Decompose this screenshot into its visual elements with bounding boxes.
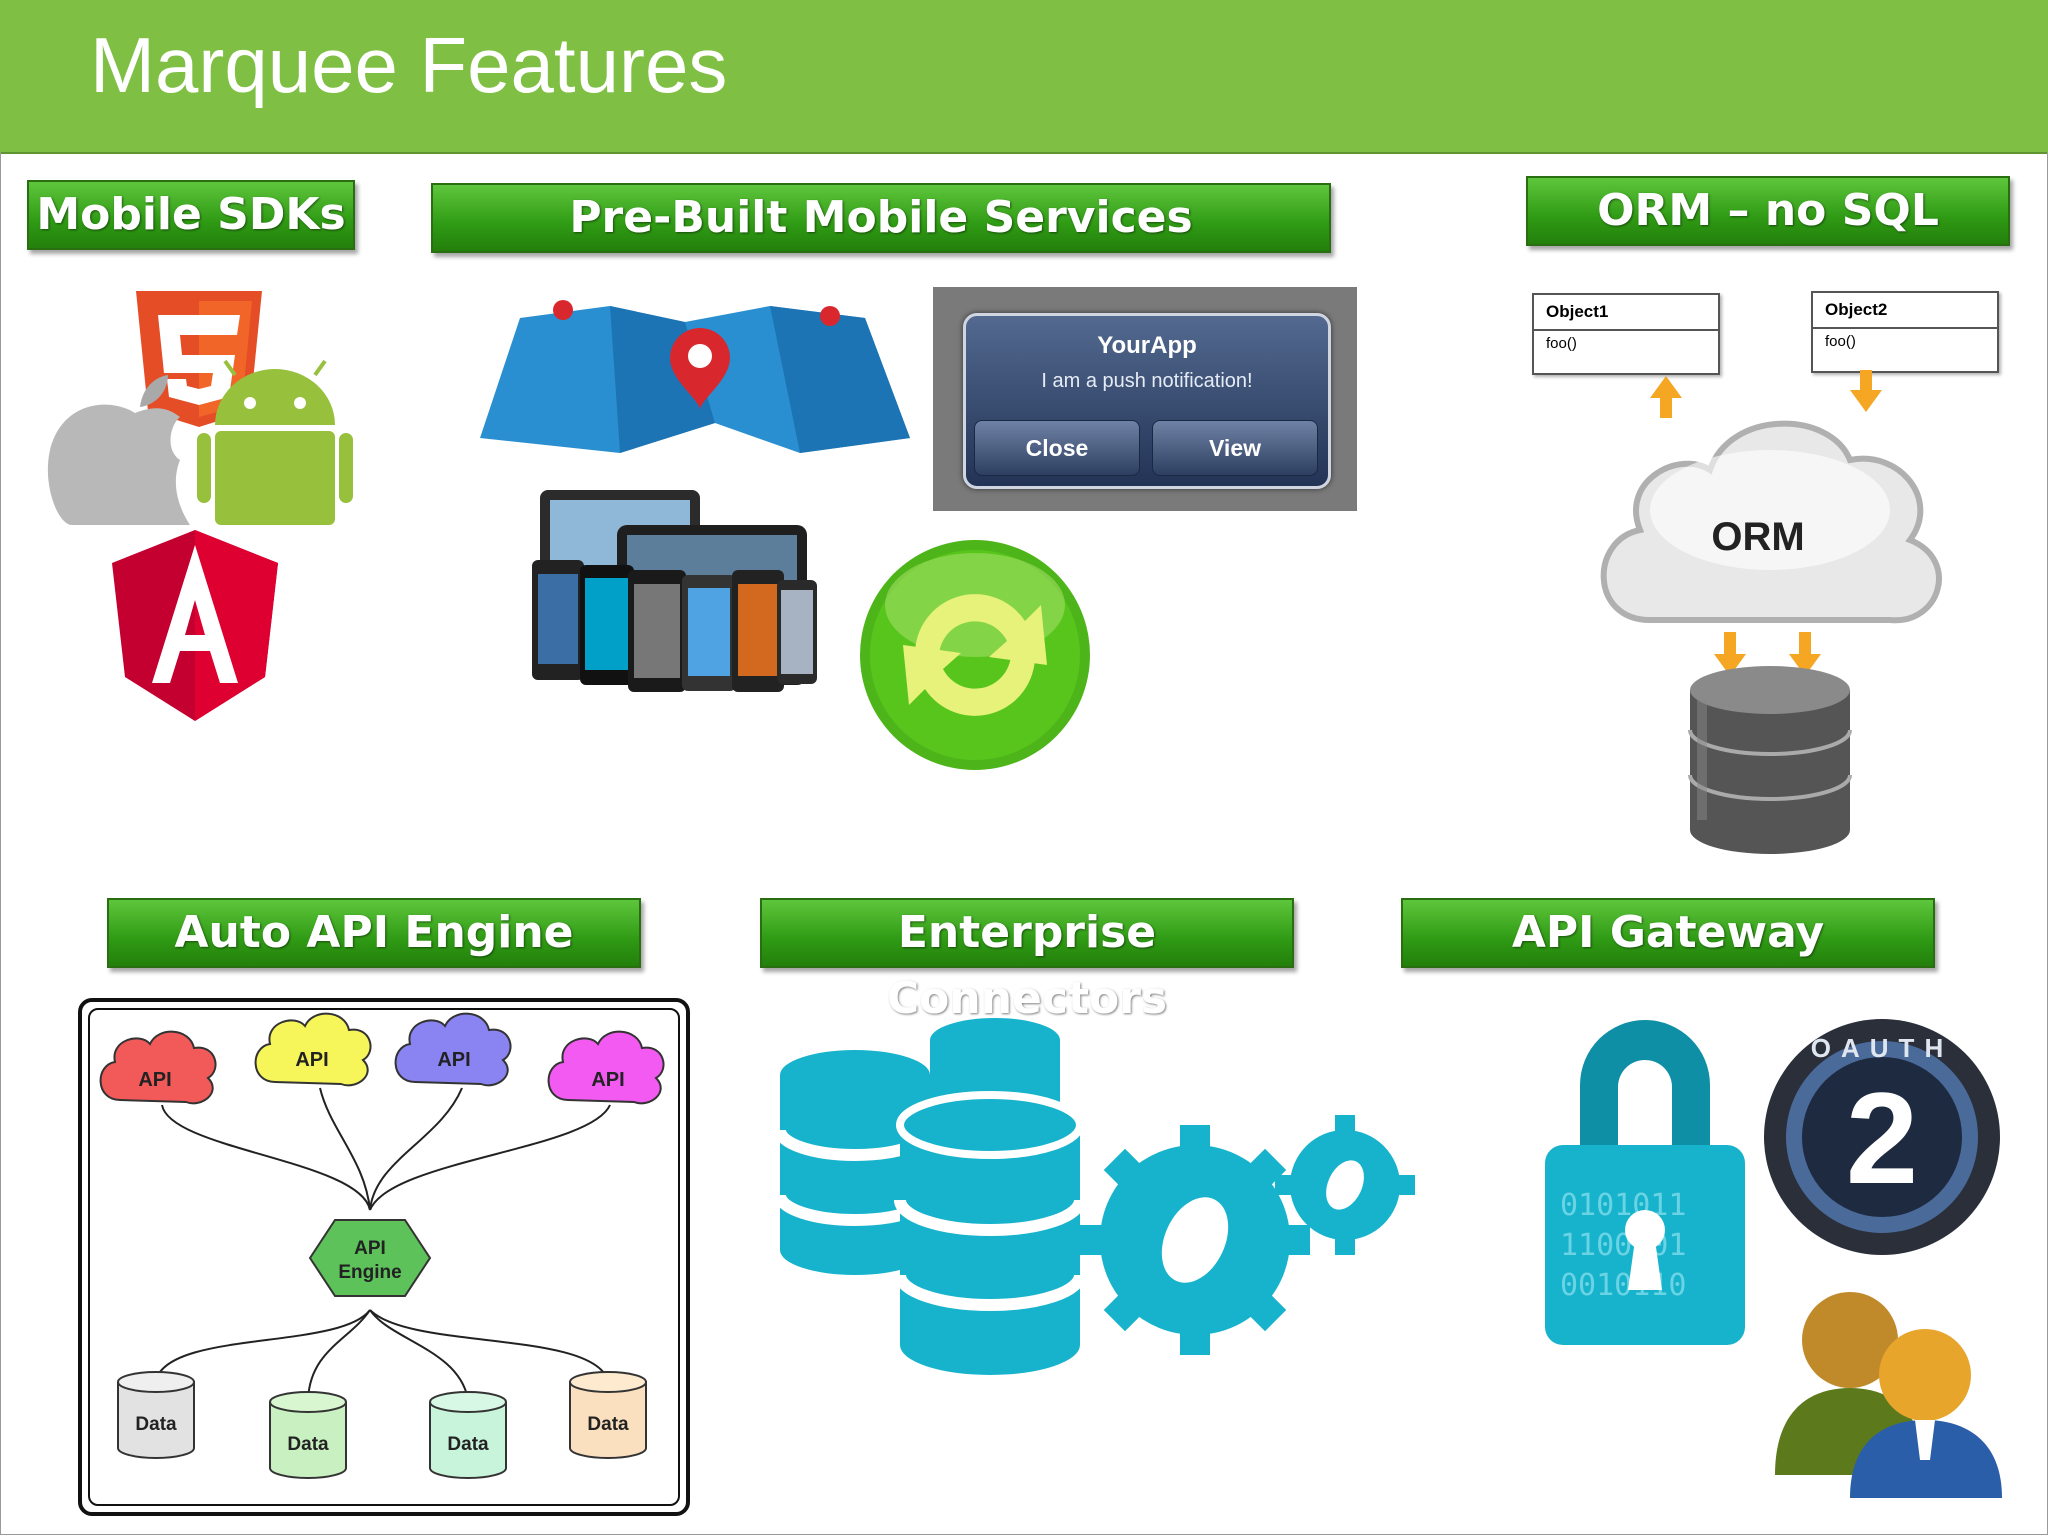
orm-object2-name: Object2: [1813, 293, 1997, 329]
svg-text:0101011: 0101011: [1560, 1188, 1686, 1223]
data-store-icon: [117, 1371, 647, 1479]
push-view-button[interactable]: View: [1152, 420, 1318, 476]
map-icon: [480, 300, 910, 453]
user-front-icon: [1850, 1329, 2002, 1498]
orm-object2-box: Object2 foo(): [1811, 291, 1999, 373]
gear-icon: [1080, 1125, 1310, 1355]
data-store-label: Data: [587, 1414, 629, 1435]
banner-auto-api: Auto API Engine: [107, 898, 641, 968]
data-store-label: Data: [135, 1414, 177, 1435]
database-icon: [1688, 666, 1852, 854]
mobile-sdk-logos: [47, 291, 353, 721]
banner-mobile-sdks: Mobile SDKs: [27, 180, 355, 250]
api-engine-graph: API API API API API Engine Data Data Dat…: [99, 1012, 665, 1479]
orm-object2-method: foo(): [1825, 333, 1856, 350]
api-cloud-label: API: [591, 1069, 624, 1091]
api-engine-node: [308, 1219, 432, 1297]
push-app-name: YourApp: [1097, 332, 1197, 359]
api-cloud-icon: [99, 1012, 665, 1105]
api-cloud-label: API: [295, 1049, 328, 1071]
slide-header: Marquee Features: [0, 0, 2048, 154]
svg-text:0010110: 0010110: [1560, 1268, 1686, 1303]
oauth-ring-text: OAUTH: [1811, 1033, 1953, 1063]
data-store-label: Data: [287, 1434, 329, 1455]
orm-cloud-icon: [1600, 420, 1942, 624]
enterprise-connectors-icon: [775, 1018, 1415, 1375]
orm-object1-box: Object1 foo(): [1532, 293, 1720, 375]
angular-icon: [112, 530, 278, 721]
database-stack-icon: [775, 1018, 1086, 1375]
orm-cloud-diagram: ORM: [1600, 370, 1942, 854]
mobile-devices-icon: [532, 490, 817, 692]
push-close-button[interactable]: Close: [974, 420, 1140, 476]
svg-text:1100101: 1100101: [1560, 1228, 1686, 1263]
orange-arrow-icon: [1650, 370, 1882, 676]
api-cloud-label: API: [437, 1049, 470, 1071]
banner-orm: ORM – no SQL: [1526, 176, 2010, 246]
oauth-number: 2: [1846, 1065, 1918, 1211]
banner-gateway: API Gateway: [1401, 898, 1935, 968]
security-lock-icon: 0101011 1100101 0010110: [1545, 1020, 1745, 1345]
orm-cloud-label: ORM: [1711, 515, 1804, 559]
sync-icon: [860, 540, 1090, 770]
api-engine-label: API: [354, 1238, 386, 1259]
orm-object1-method: foo(): [1546, 335, 1577, 352]
data-store-label: Data: [447, 1434, 489, 1455]
oauth-badge-icon: OAUTH 2: [1764, 1019, 2000, 1255]
banner-connectors: Enterprise Connectors: [760, 898, 1294, 1024]
push-message: I am a push notification!: [1041, 370, 1253, 392]
map-pin-icon: [670, 328, 730, 410]
apple-icon: [47, 375, 190, 525]
push-notification-preview: YourApp I am a push notification! Close …: [933, 287, 1357, 511]
banner-prebuilt-services: Pre-Built Mobile Services: [431, 183, 1331, 253]
orm-object1-name: Object1: [1534, 295, 1718, 331]
android-icon: [197, 359, 353, 525]
slide-title: Marquee Features: [90, 21, 728, 109]
api-cloud-label: API: [138, 1069, 171, 1091]
push-dialog: YourApp I am a push notification! Close …: [963, 313, 1331, 489]
gear-small-icon: [1275, 1115, 1415, 1255]
users-icon: [1775, 1292, 2002, 1498]
api-engine-label: Engine: [338, 1262, 401, 1283]
